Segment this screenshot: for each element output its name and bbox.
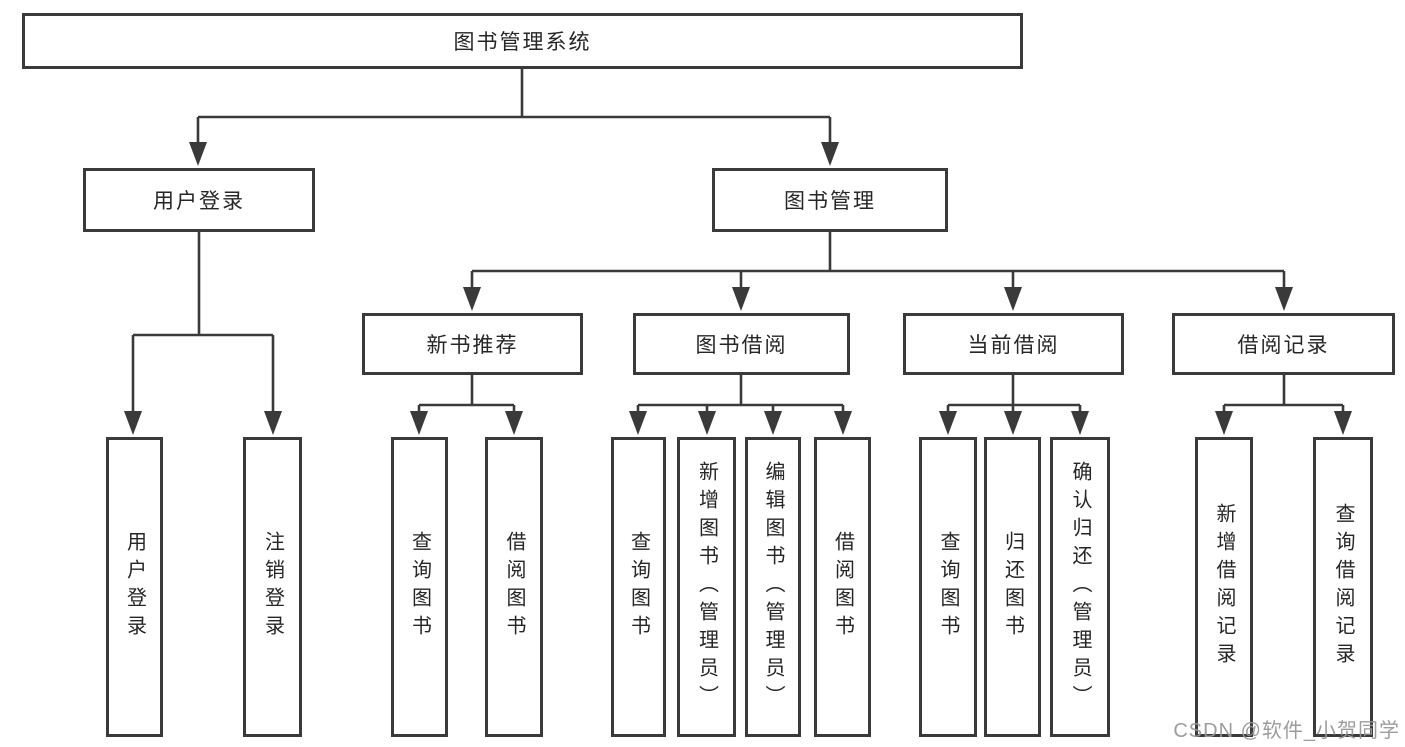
leaf-borrow-books: 借阅图书 (814, 437, 871, 737)
leaf-confirm-return-admin: 确认归还（管理员） (1050, 437, 1110, 737)
arrow-icon (764, 411, 782, 435)
leaf-query-borrow-record: 查询借阅记录 (1313, 437, 1373, 737)
connector-borrow-records (1222, 375, 1345, 414)
connector-book-borrow (636, 375, 845, 414)
arrow-icon (834, 411, 852, 435)
node-library-system: 图书管理系统 (22, 13, 1023, 69)
arrow-icon (1334, 411, 1352, 435)
connector-root (196, 69, 832, 146)
node-current-borrow: 当前借阅 (903, 313, 1124, 375)
connector-user-login (131, 232, 275, 414)
leaf-query-books-recommend: 查询图书 (391, 437, 448, 737)
leaf-add-book-admin: 新增图书（管理员） (677, 437, 736, 737)
arrow-icon (821, 142, 839, 166)
node-user-login: 用户登录 (83, 168, 315, 232)
node-borrow-records: 借阅记录 (1172, 313, 1395, 375)
arrow-icon (1004, 411, 1022, 435)
arrow-icon (629, 411, 647, 435)
leaf-user-login: 用户登录 (106, 437, 163, 737)
arrow-icon (939, 411, 957, 435)
connector-book-management (470, 232, 1286, 290)
leaf-return-book: 归还图书 (984, 437, 1041, 737)
leaf-borrow-books-recommend: 借阅图书 (485, 437, 543, 737)
connector-new-book (417, 375, 516, 414)
node-new-book-recommend: 新书推荐 (362, 313, 583, 375)
leaf-logout: 注销登录 (243, 437, 302, 737)
arrow-icon (698, 411, 716, 435)
arrow-icon (410, 411, 428, 435)
connector-current-borrow (946, 375, 1082, 414)
leaf-query-books-borrow: 查询图书 (611, 437, 666, 737)
arrow-icon (463, 287, 481, 311)
arrow-icon (732, 287, 750, 311)
arrow-icon (1275, 287, 1293, 311)
arrow-icon (505, 411, 523, 435)
leaf-query-books-current: 查询图书 (919, 437, 977, 737)
arrow-icon (189, 142, 207, 166)
leaf-add-borrow-record: 新增借阅记录 (1195, 437, 1253, 737)
arrow-icon (124, 411, 142, 435)
arrow-icon (1004, 287, 1022, 311)
watermark-text: CSDN @软件_小贺同学 (1173, 720, 1400, 742)
node-book-management: 图书管理 (712, 168, 948, 232)
leaf-edit-book-admin: 编辑图书（管理员） (745, 437, 801, 737)
arrow-icon (1215, 411, 1233, 435)
arrow-icon (264, 411, 282, 435)
arrowheads (124, 142, 1352, 435)
node-book-borrow: 图书借阅 (633, 313, 850, 375)
arrow-icon (1071, 411, 1089, 435)
